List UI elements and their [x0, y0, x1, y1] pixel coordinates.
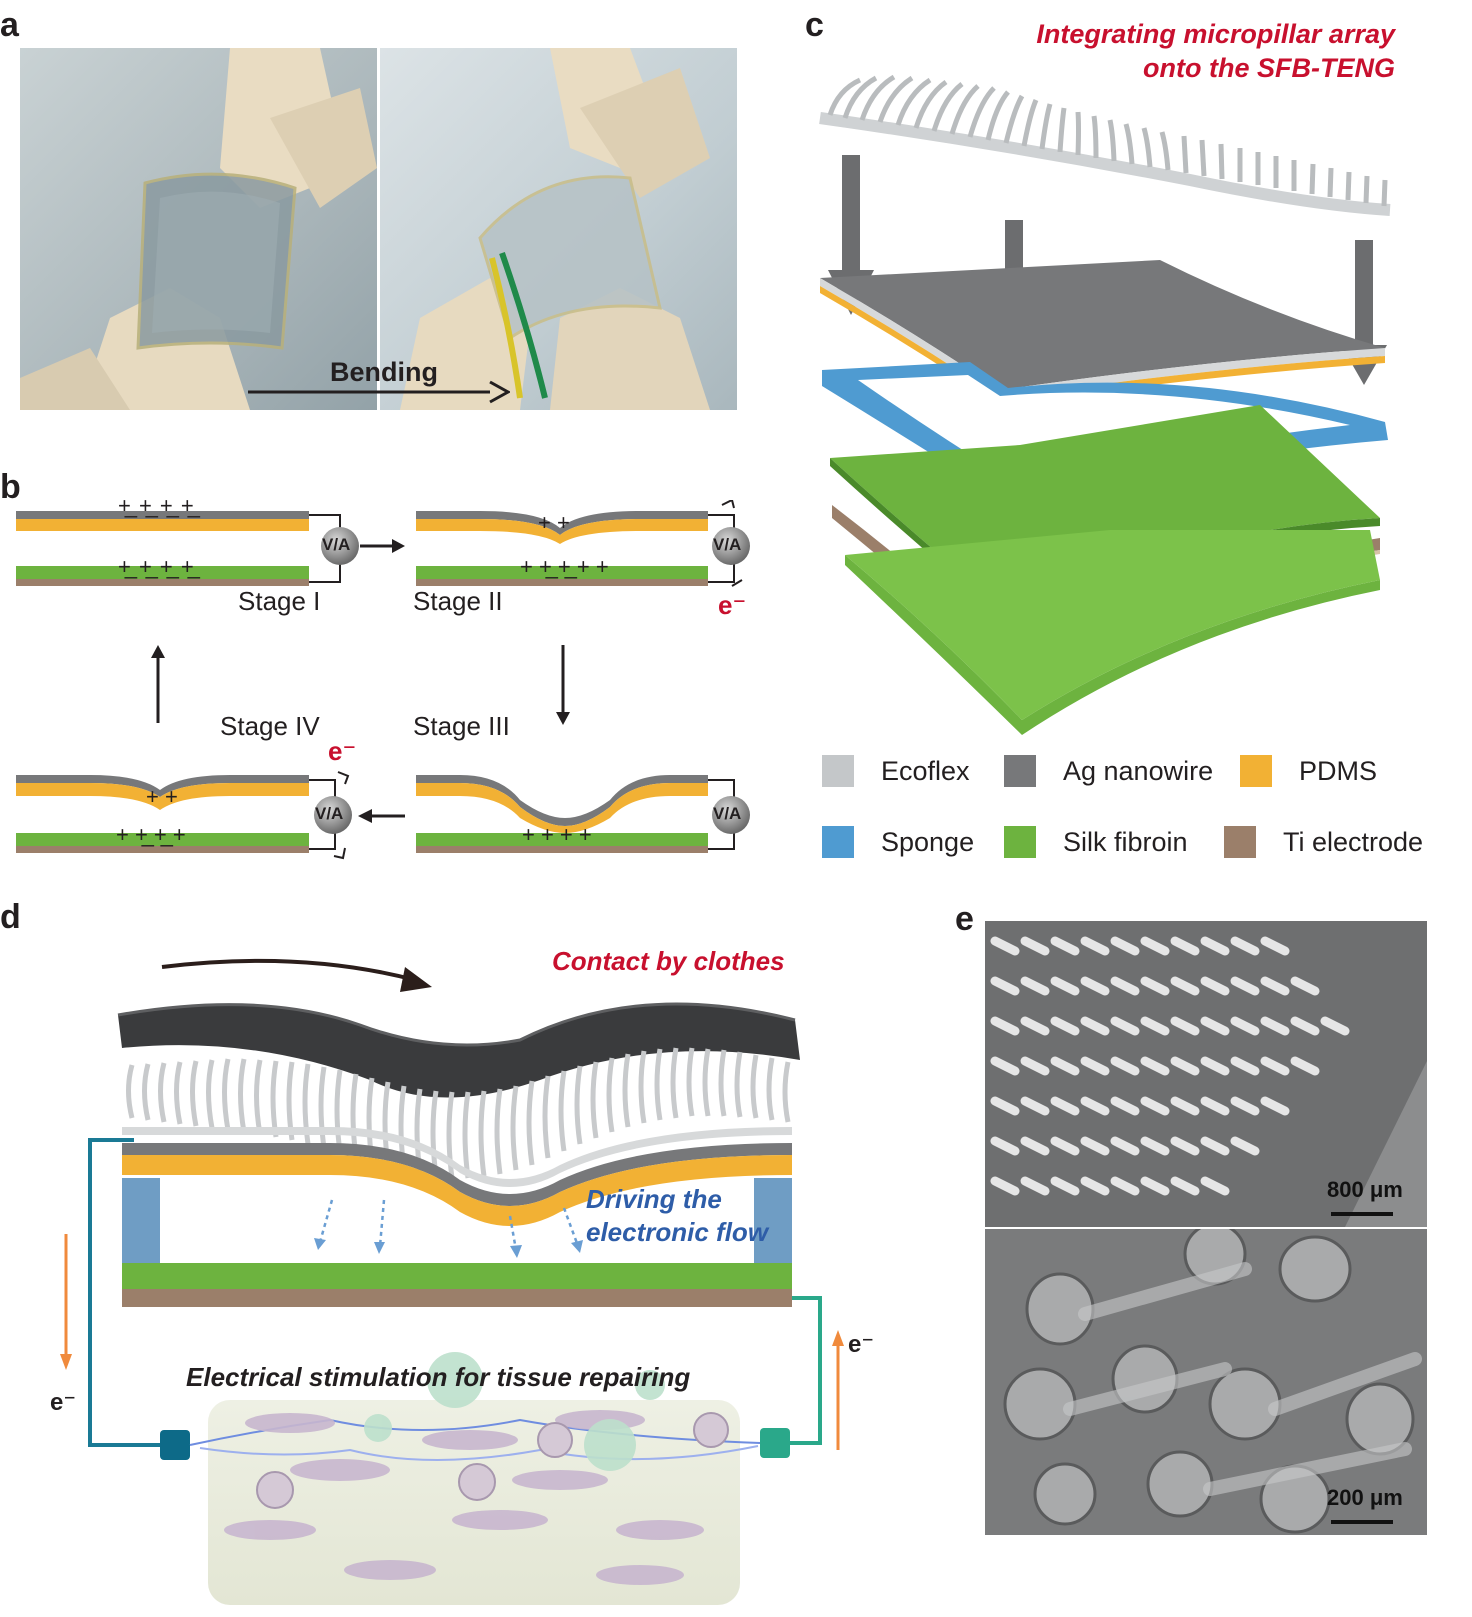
legend-swatch-ag-nanowire: [1004, 755, 1036, 787]
stimulation-label: Electrical stimulation for tissue repair…: [186, 1362, 691, 1392]
charges-stage-IV-top: + +: [146, 784, 178, 809]
panel-a-label: a: [0, 6, 19, 44]
meter-label-2: V/A: [713, 535, 742, 554]
stage-II-diagram: [416, 500, 750, 587]
stage-I-diagram: [16, 511, 359, 586]
stage-III-diagram: [416, 775, 750, 853]
charges-stage-IV-bottom: + +̲ +̲ +: [116, 822, 186, 847]
legend-swatch-pdms: [1240, 755, 1272, 787]
driving-flow-line1: Driving the: [586, 1184, 722, 1214]
legend-label-ecoflex: Ecoflex: [881, 755, 970, 786]
charges-stage-III-bottom: + + + +: [522, 822, 592, 847]
legend-label-ag-nanowire: Ag nanowire: [1063, 755, 1214, 786]
panel-d-label: d: [0, 898, 21, 936]
meter-label-3: V/A: [315, 804, 344, 823]
bending-label: Bending: [330, 357, 438, 387]
driving-flow-line2: electronic flow: [586, 1216, 769, 1247]
stage-IV-label: Stage IV: [220, 711, 320, 741]
legend-sponge: Sponge: [822, 826, 974, 858]
legend-swatch-sponge: [822, 826, 854, 858]
bending-arrow: [248, 380, 510, 404]
legend-ti-electrode: Ti electrode: [1224, 826, 1423, 858]
stage-IV-diagram: [16, 771, 352, 860]
sem-top-pillars: [985, 921, 1427, 1227]
driving-flow-label: Driving the electronic flow: [586, 1183, 768, 1248]
scale-label-top: 800 μm: [1327, 1177, 1403, 1202]
sem-image-bottom: 200 μm: [985, 1229, 1427, 1535]
charges-stage-II-bottom: + +̲ +̲ + +: [520, 554, 609, 579]
charges-stage-I-top: +̲ +̲ +̲ +̲: [118, 493, 195, 518]
electron-label-left: e⁻: [50, 1389, 77, 1416]
legend-label-silk-fibroin: Silk fibroin: [1063, 826, 1188, 857]
meter-label-4: V/A: [713, 804, 742, 823]
scale-label-bottom: 200 μm: [1327, 1485, 1403, 1510]
panel-c-title-line1: Integrating micropillar array: [1036, 19, 1395, 49]
panel-e-label: e: [955, 900, 974, 938]
legend-label-pdms: PDMS: [1299, 755, 1378, 786]
stage-III-label: Stage III: [413, 711, 510, 741]
flat-device-illustration: [20, 48, 377, 410]
electron-label-right: e⁻: [848, 1331, 875, 1358]
contact-label: Contact by clothes: [552, 946, 785, 976]
legend-silk-fibroin: Silk fibroin: [1004, 826, 1188, 858]
legend-label-ti-electrode: Ti electrode: [1283, 826, 1424, 857]
legend-ag-nanowire: Ag nanowire: [1004, 755, 1213, 787]
panel-b-label: b: [0, 468, 21, 506]
sem-bottom-pillars: [985, 1229, 1427, 1535]
legend-swatch-ti-electrode: [1224, 826, 1256, 858]
charges-stage-II-top: + +: [538, 510, 570, 535]
panel-c-title-line2: onto the SFB-TENG: [1143, 52, 1395, 83]
stage-diagrams: [16, 500, 750, 860]
panel-c-title: Integrating micropillar array onto the S…: [1036, 18, 1395, 86]
panel-c-label: c: [805, 6, 824, 44]
legend-ecoflex: Ecoflex: [822, 755, 970, 787]
photo-bent-device: [380, 48, 737, 410]
charges-stage-I-bottom: +̲ +̲ +̲ +̲: [118, 554, 195, 579]
bent-device-illustration: [400, 48, 710, 410]
photo-flat-device: [20, 48, 377, 410]
electron-label-stage-IV: e⁻: [328, 736, 357, 766]
legend-swatch-ecoflex: [822, 755, 854, 787]
stage-I-label: Stage I: [238, 586, 321, 616]
legend-swatch-silk-fibroin: [1004, 826, 1036, 858]
stage-II-label: Stage II: [413, 586, 503, 616]
working-mechanism-diagram: [60, 958, 844, 1605]
electron-label-stage-II: e⁻: [718, 590, 747, 620]
micropillar-array: [819, 74, 1391, 216]
meter-label-1: V/A: [322, 535, 351, 554]
legend-pdms: PDMS: [1240, 755, 1377, 787]
legend-label-sponge: Sponge: [881, 826, 975, 857]
sem-image-top: 800 μm: [985, 921, 1427, 1227]
exploded-layer-diagram: [819, 74, 1391, 735]
